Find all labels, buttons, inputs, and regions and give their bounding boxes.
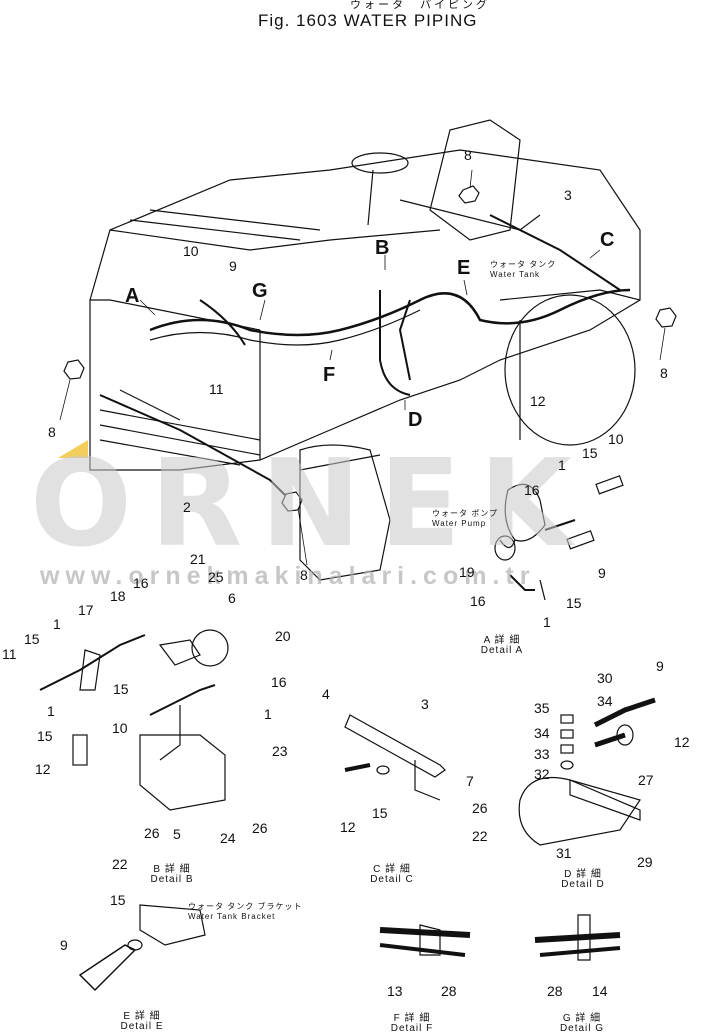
- callout-24: 24: [220, 830, 236, 846]
- callout-10-a: 10: [608, 431, 624, 447]
- callout-28-f: 28: [441, 983, 457, 999]
- callout-1-b2: 1: [47, 703, 55, 719]
- callout-12-d: 12: [674, 734, 690, 750]
- callout-26-c: 26: [472, 800, 488, 816]
- callout-35: 35: [534, 700, 550, 716]
- detail-letter-a: A: [125, 285, 140, 307]
- water-tank-label: Water Tank: [490, 270, 541, 279]
- callout-19-a: 19: [459, 564, 475, 580]
- watermark-url: www.ornekmakinalari.com.tr: [40, 562, 536, 590]
- callout-10: 10: [183, 243, 199, 259]
- callout-7: 7: [466, 773, 474, 789]
- callout-15-b2: 15: [113, 681, 129, 697]
- callout-15-b: 15: [24, 631, 40, 647]
- callout-16-b: 16: [133, 575, 149, 591]
- water-tank-label-jp: ウォータ タンク: [490, 260, 557, 269]
- callout-20: 20: [275, 628, 291, 644]
- callout-16-a: 16: [524, 482, 540, 498]
- callout-9-d: 9: [656, 658, 664, 674]
- callout-25: 25: [208, 569, 224, 585]
- callout-10-b: 10: [112, 720, 128, 736]
- callout-16-a2: 16: [470, 593, 486, 609]
- callout-12-c: 12: [340, 819, 356, 835]
- callout-11-b: 11: [2, 646, 17, 662]
- callout-26-b2: 26: [252, 820, 268, 836]
- callout-4: 4: [322, 686, 330, 702]
- title-japanese: ウォータ パイピング: [350, 0, 490, 11]
- detail-letter-f: F: [323, 364, 336, 386]
- callout-8: 8: [464, 147, 472, 163]
- detail-letter-c: C: [600, 229, 615, 251]
- callout-21: 21: [190, 551, 206, 567]
- callout-15-a2: 15: [566, 595, 582, 611]
- callout-9-a: 9: [598, 565, 606, 581]
- callout-1-a: 1: [558, 457, 566, 473]
- callout-12-b: 12: [35, 761, 51, 777]
- callout-11: 11: [209, 381, 224, 397]
- callout-29: 29: [637, 854, 653, 870]
- callout-13: 13: [387, 983, 403, 999]
- callout-34-d2: 34: [534, 725, 550, 741]
- callout-15-c: 15: [372, 805, 388, 821]
- detail-letter-e: E: [457, 257, 471, 279]
- callout-30: 30: [597, 670, 613, 686]
- callout-6: 6: [228, 590, 236, 606]
- callout-8-right: 8: [660, 365, 668, 381]
- water-pump-label-jp: ウォータ ポンプ: [432, 509, 498, 518]
- callout-22-b: 22: [112, 856, 128, 872]
- callout-23: 23: [272, 743, 288, 759]
- callout-34: 34: [597, 693, 613, 709]
- figure-title: Fig. 1603 WATER PIPING: [258, 11, 478, 30]
- callout-22-c: 22: [472, 828, 488, 844]
- callout-18: 18: [110, 588, 126, 604]
- water-tank-bracket-label: Water Tank Bracket: [188, 912, 276, 921]
- callout-32: 32: [534, 766, 550, 782]
- callout-9: 9: [229, 258, 237, 274]
- callout-3-c: 3: [421, 696, 429, 712]
- water-pump-label: Water Pump: [432, 519, 487, 528]
- callout-28-g: 28: [547, 983, 563, 999]
- callout-15-b3: 15: [37, 728, 53, 744]
- detail-letter-b: B: [375, 237, 390, 259]
- callout-16-b2: 16: [271, 674, 287, 690]
- callout-15-a: 15: [582, 445, 598, 461]
- callout-3: 3: [564, 187, 572, 203]
- watermark-logo-mark: [58, 440, 88, 458]
- callout-14: 14: [592, 983, 608, 999]
- callout-9-e: 9: [60, 937, 68, 953]
- callout-2: 2: [183, 499, 191, 515]
- watermark-logo: ORNEK: [30, 435, 590, 574]
- callout-17: 17: [78, 602, 94, 618]
- callout-31: 31: [556, 845, 572, 861]
- callout-5: 5: [173, 826, 181, 842]
- callout-1-a2: 1: [543, 614, 551, 630]
- detail-letter-d: D: [408, 409, 423, 431]
- callout-1-b3: 1: [264, 706, 272, 722]
- callout-33: 33: [534, 746, 550, 762]
- callout-12: 12: [530, 393, 546, 409]
- callout-15-e: 15: [110, 892, 126, 908]
- callout-1-b: 1: [53, 616, 61, 632]
- detail-letter-g: G: [252, 280, 268, 302]
- water-tank-bracket-label-jp: ウォータ タンク ブラケット: [188, 902, 303, 911]
- callout-8-front: 8: [300, 567, 308, 583]
- callout-26-b: 26: [144, 825, 160, 841]
- callout-27: 27: [638, 772, 654, 788]
- callout-8-left: 8: [48, 424, 56, 440]
